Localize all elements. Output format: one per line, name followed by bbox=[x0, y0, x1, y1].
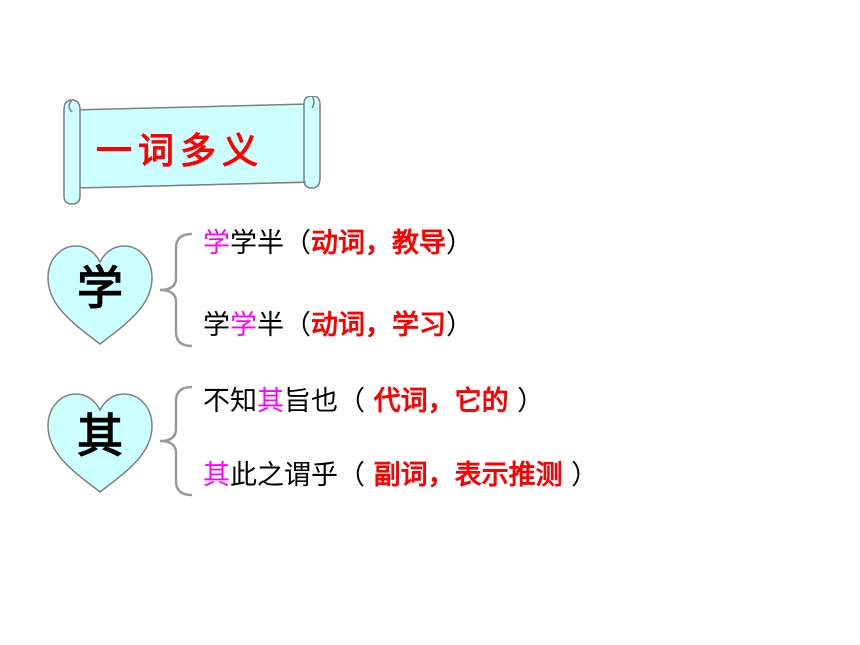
close-paren: ） bbox=[446, 228, 473, 259]
example-line: 学学半（动词，教导） bbox=[203, 226, 473, 262]
highlighted-char: 学 bbox=[203, 228, 230, 259]
close-paren: ） bbox=[508, 386, 545, 417]
highlighted-char: 其 bbox=[203, 460, 230, 491]
line-text: 学半（ bbox=[230, 228, 311, 259]
line-text: 旨也（ bbox=[284, 386, 374, 417]
banner-title: 一词多义 bbox=[96, 131, 265, 172]
example-line: 学学半（动词，学习） bbox=[203, 308, 473, 344]
close-paren: ） bbox=[562, 460, 599, 491]
meaning-text: 代词，它的 bbox=[373, 386, 509, 417]
heart-char: 学 bbox=[77, 261, 123, 315]
left-brace-icon bbox=[159, 232, 193, 348]
meaning-text: 动词，学习 bbox=[311, 310, 446, 341]
line-text: 此之谓乎（ bbox=[230, 460, 374, 491]
example-line: 其此之谓乎（ 副词，表示推测 ） bbox=[203, 458, 598, 494]
heart-badge-qi: 其 bbox=[44, 388, 174, 500]
meaning-text: 副词，表示推测 bbox=[373, 460, 563, 491]
line-text: 半（ bbox=[257, 310, 311, 341]
scroll-banner: 一词多义 bbox=[58, 96, 326, 208]
scroll-shape bbox=[63, 96, 321, 205]
highlighted-char: 学 bbox=[230, 310, 257, 341]
line-prefix: 不知 bbox=[203, 386, 257, 417]
heart-char: 其 bbox=[77, 409, 123, 463]
heart-icon bbox=[47, 393, 153, 493]
heart-icon bbox=[47, 245, 153, 345]
highlighted-char: 其 bbox=[257, 386, 284, 417]
example-line: 不知其旨也（ 代词，它的 ） bbox=[203, 384, 544, 420]
line-prefix: 学 bbox=[203, 310, 230, 341]
heart-badge-xue: 学 bbox=[44, 240, 174, 352]
left-brace-icon bbox=[159, 385, 193, 497]
meaning-text: 动词，教导 bbox=[311, 228, 446, 259]
close-paren: ） bbox=[446, 310, 473, 341]
